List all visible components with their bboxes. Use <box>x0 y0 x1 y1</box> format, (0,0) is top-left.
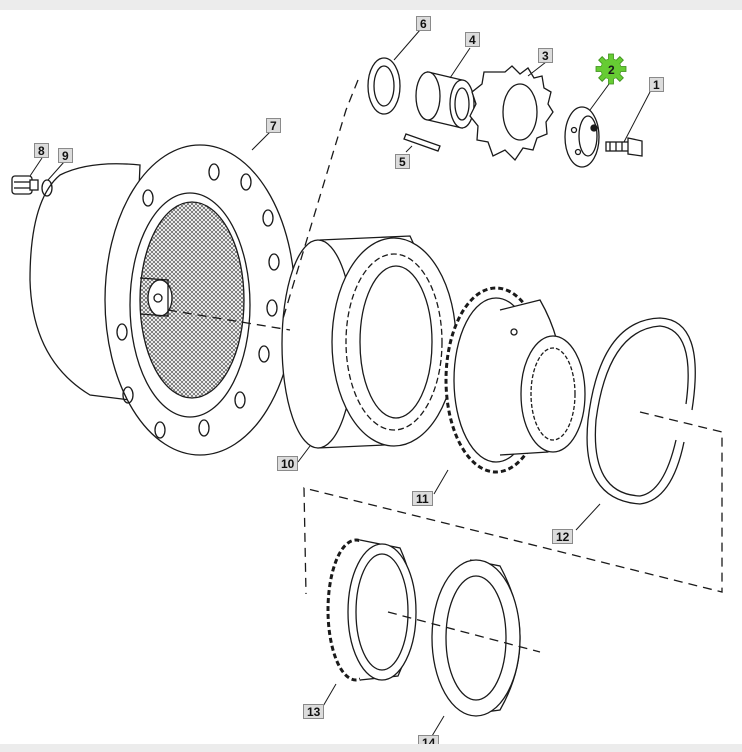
callout-10[interactable]: 10 <box>277 456 299 471</box>
part-10-ring-gear[interactable] <box>281 235 457 449</box>
callout-3[interactable]: 3 <box>538 48 553 63</box>
gear-icon[interactable] <box>595 53 627 85</box>
top-toolbar-strip <box>0 0 742 10</box>
part-11-carrier-gear[interactable] <box>444 286 586 474</box>
callout-12[interactable]: 12 <box>552 529 574 544</box>
part-14-bearing-cup[interactable] <box>431 559 521 717</box>
callout-5[interactable]: 5 <box>395 154 410 169</box>
callout-8[interactable]: 8 <box>34 143 49 158</box>
part-4-bushing[interactable] <box>415 71 475 129</box>
part-12-snap-ring[interactable] <box>586 317 696 505</box>
part-8-plug[interactable] <box>11 175 39 195</box>
callout-1[interactable]: 1 <box>649 77 664 92</box>
assembly-centerlines <box>167 79 723 653</box>
callout-4[interactable]: 4 <box>465 32 480 47</box>
callout-2[interactable]: 2 <box>608 63 615 77</box>
callout-7[interactable]: 7 <box>266 118 281 133</box>
part-6-seal[interactable] <box>367 57 401 115</box>
part-1-bolt[interactable] <box>605 137 643 157</box>
part-3-gear[interactable] <box>469 65 554 162</box>
part-7-hub-housing[interactable] <box>29 144 296 456</box>
callout-6[interactable]: 6 <box>416 16 431 31</box>
bottom-status-strip <box>0 744 742 752</box>
callout-11[interactable]: 11 <box>412 491 433 506</box>
leader-lines <box>29 29 651 737</box>
callout-9[interactable]: 9 <box>58 148 73 163</box>
part-9-o-ring[interactable] <box>41 179 53 197</box>
part-13-bearing-cone[interactable] <box>326 538 417 682</box>
part-2-thrust-washer[interactable] <box>564 106 600 168</box>
callout-13[interactable]: 13 <box>303 704 325 719</box>
part-5-pin[interactable] <box>403 133 441 152</box>
